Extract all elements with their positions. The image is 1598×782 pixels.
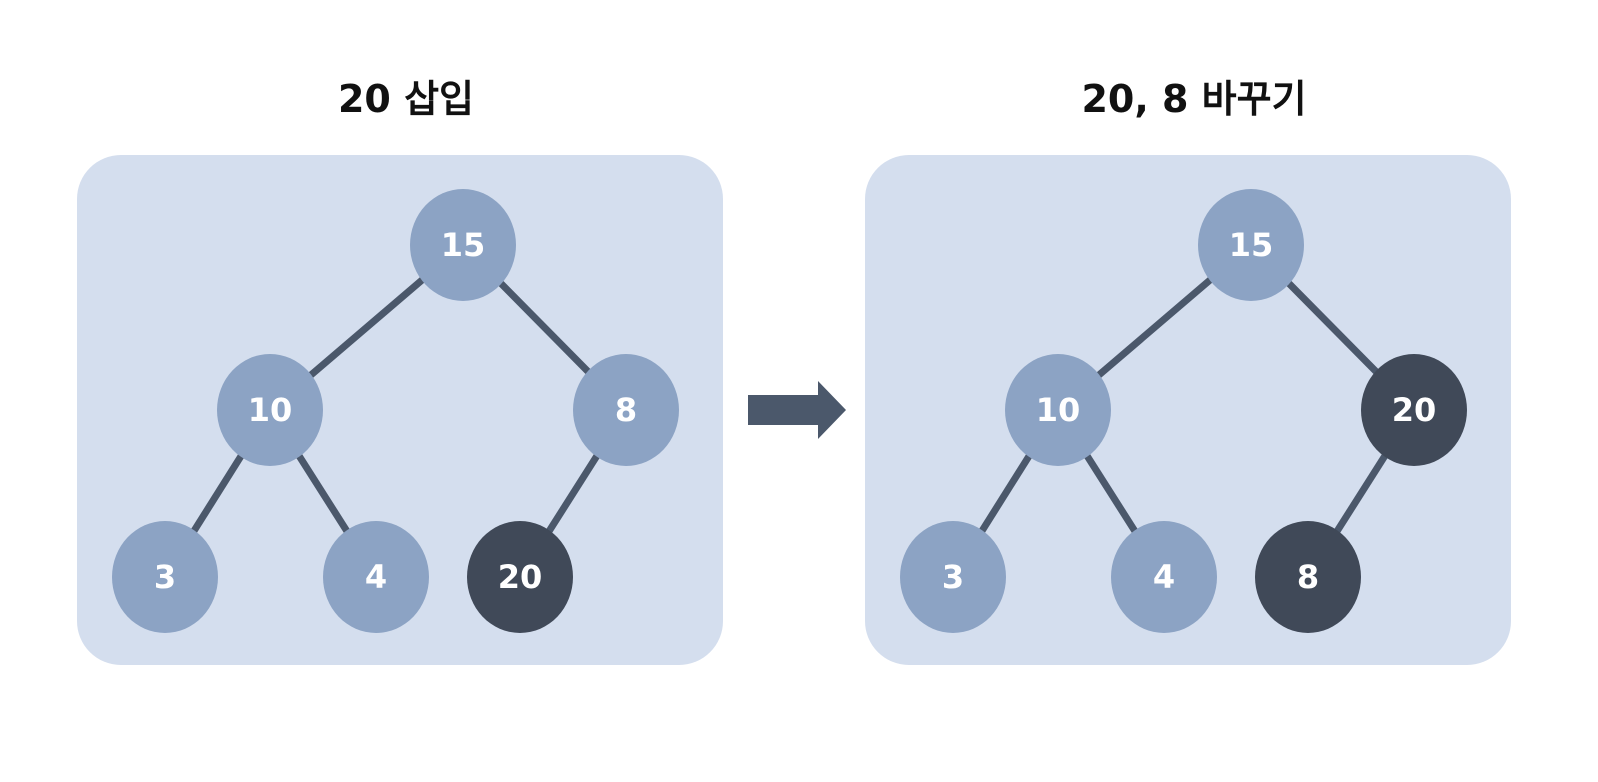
tree-node <box>410 189 516 301</box>
tree-node <box>1005 354 1111 466</box>
node-label: 3 <box>154 558 176 596</box>
tree-node <box>323 521 429 633</box>
tree-node <box>573 354 679 466</box>
right-panel: 15 10 20 3 4 8 <box>865 155 1511 665</box>
node-label: 20 <box>1392 391 1437 429</box>
node-label: 4 <box>1153 558 1175 596</box>
tree-node <box>217 354 323 466</box>
tree-node <box>112 521 218 633</box>
tree-node <box>1111 521 1217 633</box>
left-panel-background <box>77 155 723 665</box>
right-panel-background <box>865 155 1511 665</box>
node-label: 3 <box>942 558 964 596</box>
node-label: 10 <box>248 391 293 429</box>
tree-node <box>1255 521 1361 633</box>
tree-node <box>900 521 1006 633</box>
left-panel: 15 10 8 3 4 20 <box>77 155 723 665</box>
left-panel-title: 20 삽입 <box>337 77 475 121</box>
tree-node <box>467 521 573 633</box>
node-label: 10 <box>1036 391 1081 429</box>
tree-node <box>1198 189 1304 301</box>
tree-node <box>1361 354 1467 466</box>
node-label: 8 <box>615 391 637 429</box>
right-panel-title: 20, 8 바꾸기 <box>1081 77 1307 121</box>
node-label: 8 <box>1297 558 1319 596</box>
right-tree-nodes: 15 10 20 3 4 8 <box>900 189 1467 633</box>
node-label: 15 <box>441 226 486 264</box>
right-arrow-icon <box>748 381 846 439</box>
node-label: 15 <box>1229 226 1274 264</box>
node-label: 20 <box>498 558 543 596</box>
node-label: 4 <box>365 558 387 596</box>
left-tree-nodes: 15 10 8 3 4 20 <box>112 189 679 633</box>
